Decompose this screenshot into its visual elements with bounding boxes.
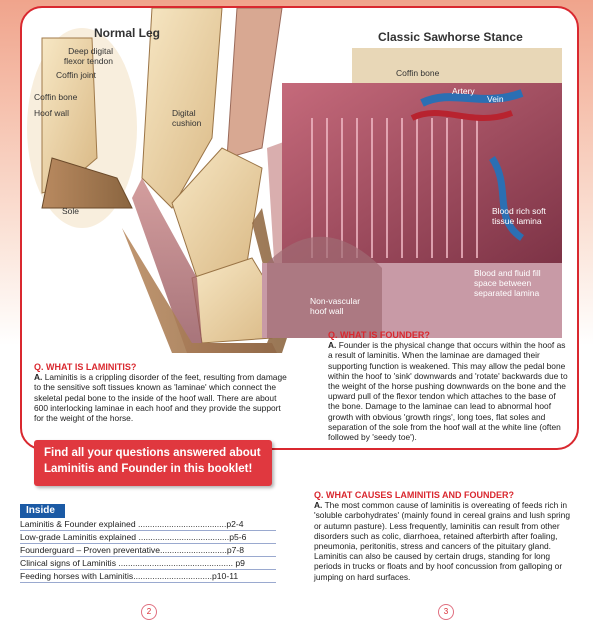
contents-item[interactable]: Clinical signs of Laminitis ............… [20,557,276,570]
page-number-left: 2 [141,604,157,620]
laminitis-qa: Q. WHAT IS LAMINITIS? A. Laminitis is a … [34,362,292,423]
label-coffin-bone-left: Coffin bone [34,92,78,102]
founder-qa: Q. WHAT IS FOUNDER? A. Founder is the ph… [328,330,568,442]
label-deep-digital-flexor-tendon: Deep digital flexor tendon [63,46,113,66]
laminitis-heading: Q. WHAT IS LAMINITIS? [34,362,137,372]
inside-contents-list: Laminitis & Founder explained ..........… [20,518,276,583]
label-hoof-wall: Hoof wall [34,108,69,118]
inside-tag: Inside [20,504,65,518]
label-blood-rich-lamina: Blood rich soft tissue lamina [492,206,546,226]
contents-item[interactable]: Low-grade Laminitis explained ..........… [20,531,276,544]
laminitis-answer: A. Laminitis is a crippling disorder of … [34,372,287,424]
contents-item[interactable]: Laminitis & Founder explained ..........… [20,518,276,531]
label-coffin-joint: Coffin joint [56,70,97,80]
label-nonvascular-hoof-wall: Non-vascular hoof wall [310,296,361,316]
label-vein: Vein [487,94,504,104]
label-blood-fluid-space: Blood and fluid fill space between separ… [474,268,541,298]
normal-leg-title: Normal Leg [94,26,161,40]
label-artery: Artery [452,86,475,96]
label-coffin-bone-right: Coffin bone [396,68,440,78]
hoof-anatomy-illustration [27,8,562,353]
causes-answer: A. The most common cause of laminitis is… [314,500,570,582]
label-sole: Sole [62,206,80,216]
causes-qa: Q. WHAT CAUSES LAMINITIS AND FOUNDER? A.… [314,490,572,582]
causes-heading: Q. WHAT CAUSES LAMINITIS AND FOUNDER? [314,490,514,500]
page-number-right: 3 [438,604,454,620]
founder-heading: Q. WHAT IS FOUNDER? [328,330,430,340]
contents-item[interactable]: Founderguard – Proven preventative......… [20,544,276,557]
sawhorse-title: Classic Sawhorse Stance [378,30,523,44]
illustration-card: Normal Leg Classic Sawhorse Stance Deep … [20,6,579,450]
booklet-banner: Find all your questions answered about L… [34,440,272,486]
founder-answer: A. Founder is the physical change that o… [328,340,568,443]
label-digital-cushion: Digital cushion [172,108,202,128]
contents-item[interactable]: Feeding horses with Laminitis...........… [20,570,276,583]
